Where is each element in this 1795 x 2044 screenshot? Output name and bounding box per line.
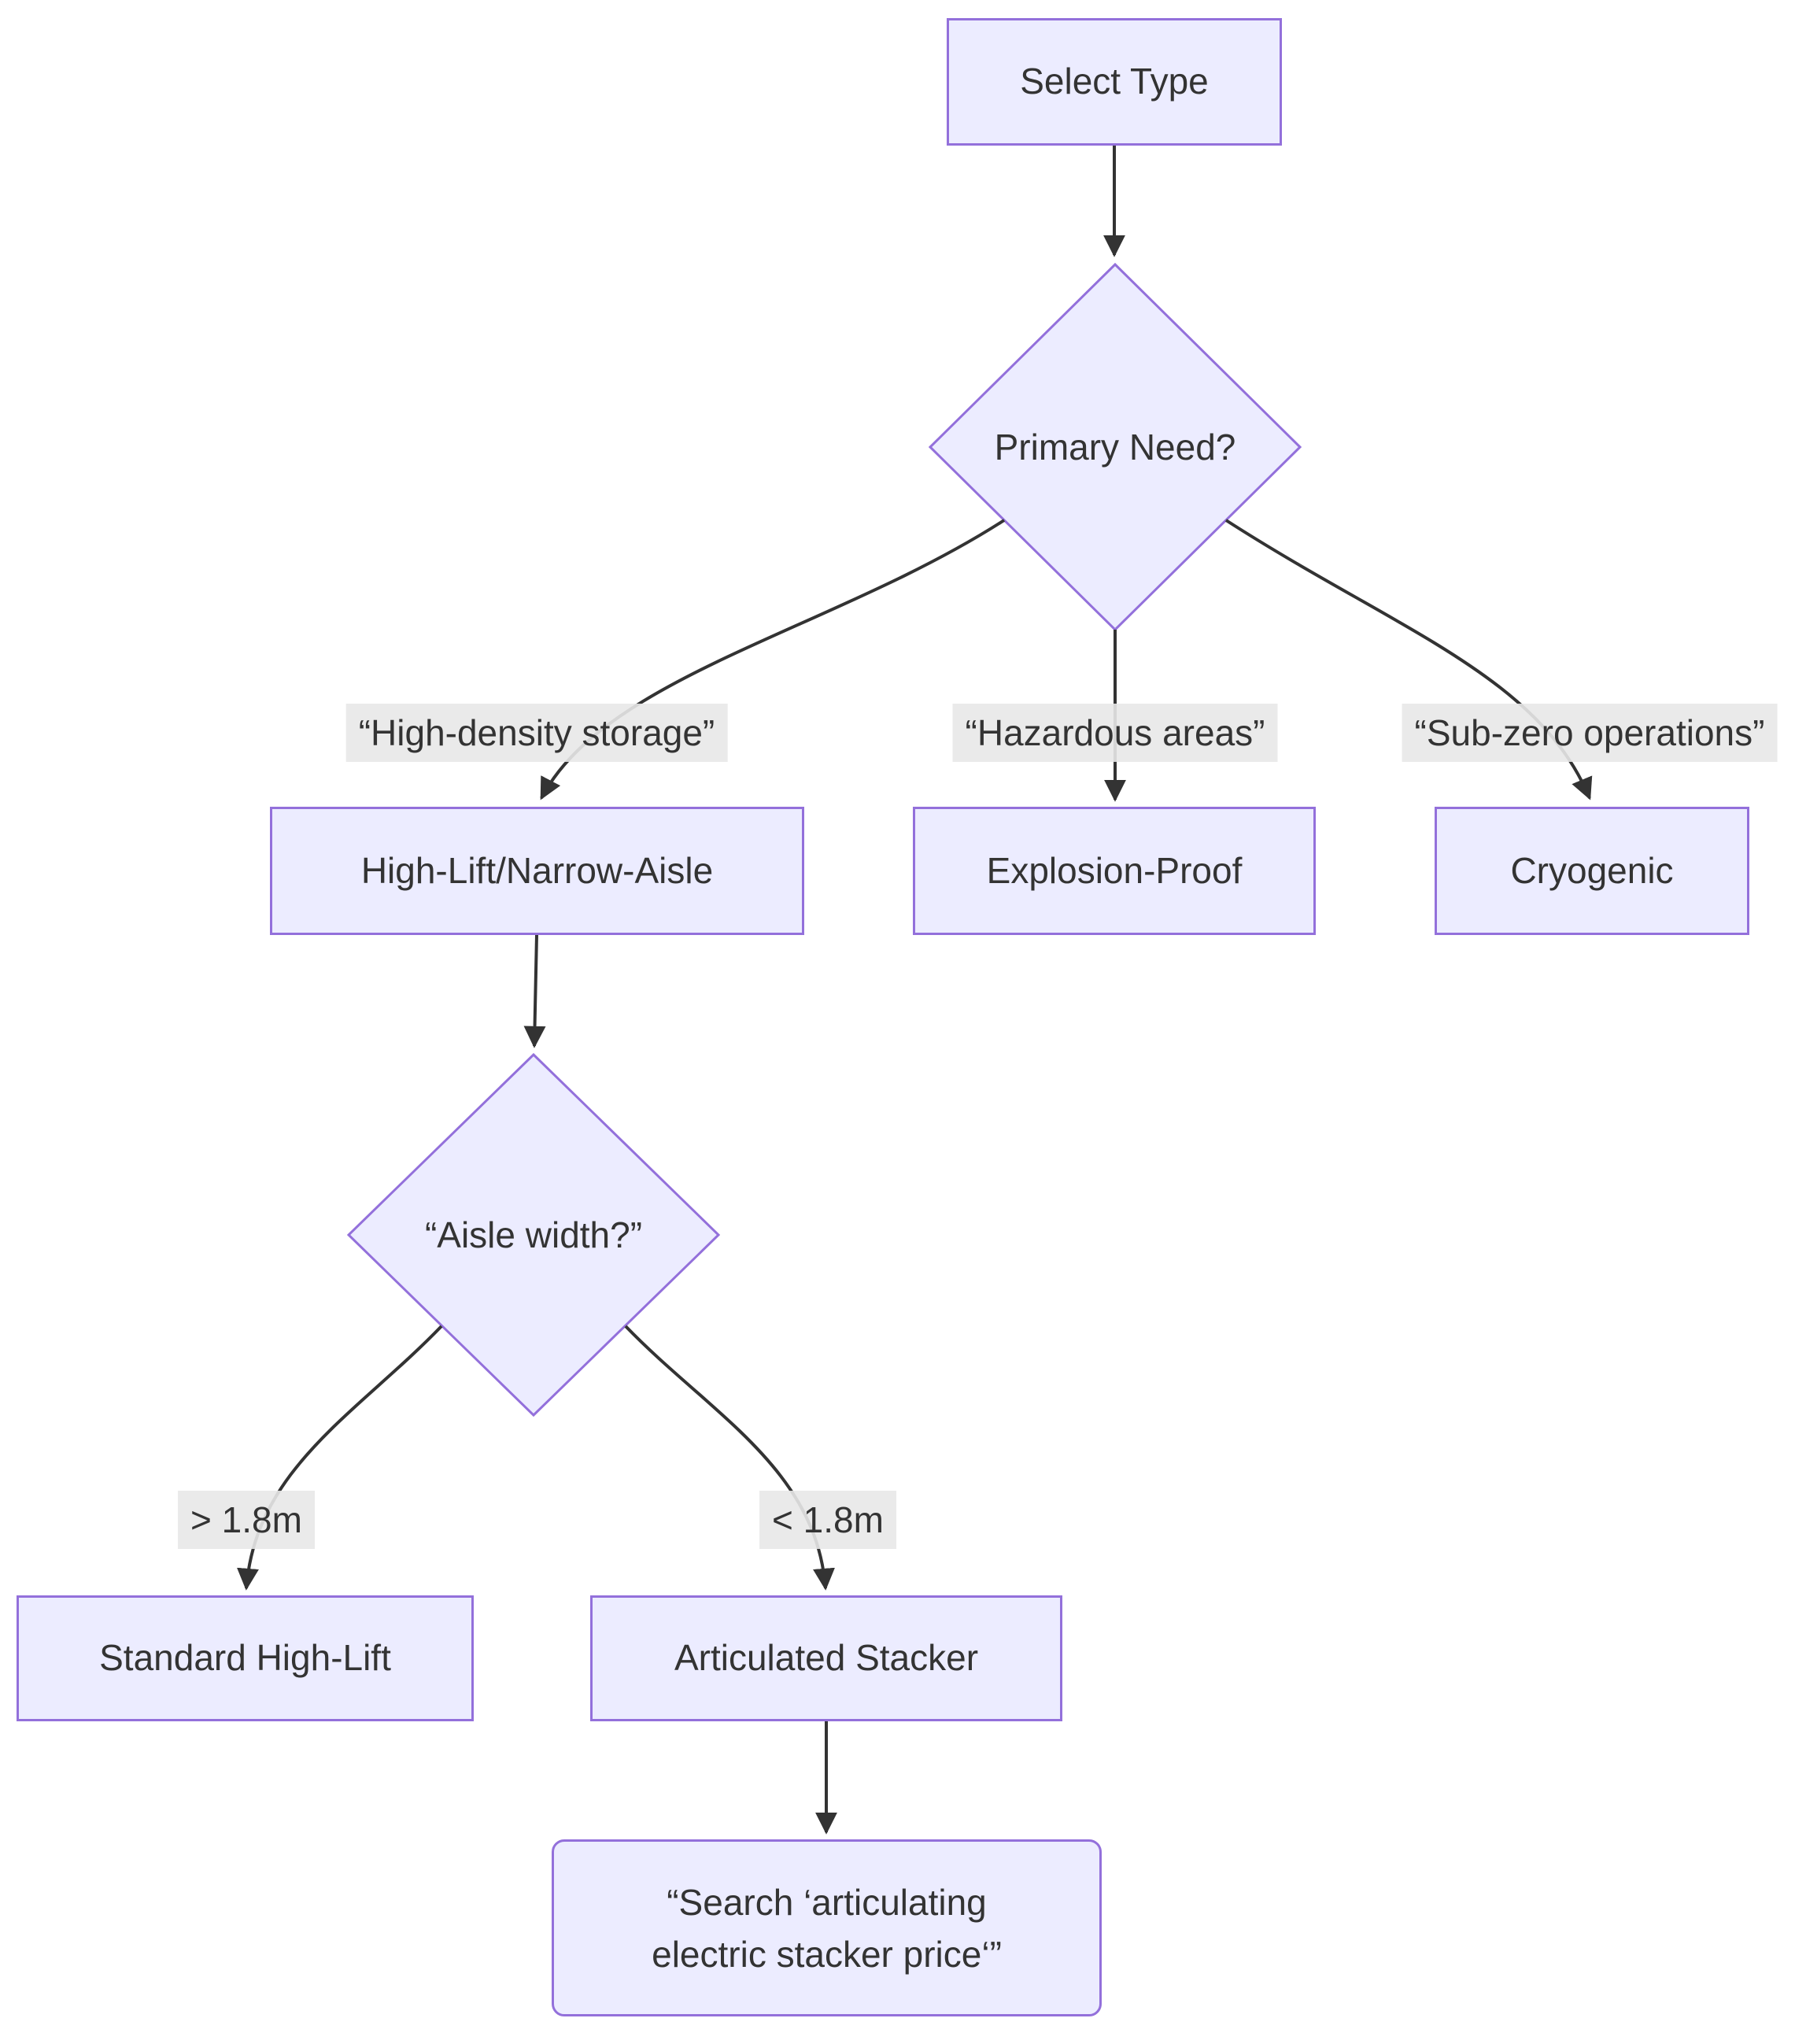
edge-label-sub-zero-operations: “Sub-zero operations” [1402, 704, 1778, 762]
edge-label-hazardous-areas: “Hazardous areas” [952, 704, 1278, 762]
node-explosion-proof-label: Explosion-Proof [986, 849, 1243, 891]
edge-label-lt-1-8m: < 1.8m [759, 1491, 896, 1549]
edge-aisle-to-articulated [624, 1325, 835, 1591]
node-search-action-line2: electric stacker price‘” [652, 1933, 1002, 1975]
node-search-action-line1: “Search ‘articulating [667, 1881, 987, 1923]
node-cryogenic-label: Cryogenic [1510, 849, 1674, 891]
edge-high-lift-to-aisle [523, 934, 546, 1048]
node-standard-high-lift: Standard High-Lift [17, 1595, 474, 1721]
aisle-width-diamond [346, 1052, 721, 1417]
node-high-lift-narrow-aisle-label: High-Lift/Narrow-Aisle [360, 849, 714, 891]
node-high-lift-narrow-aisle: High-Lift/Narrow-Aisle [270, 807, 804, 935]
node-articulated-stacker: Articulated Stacker [590, 1595, 1062, 1721]
node-select-type: Select Type [947, 18, 1282, 146]
node-search-action: “Search ‘articulating electric stacker p… [552, 1839, 1102, 2016]
node-explosion-proof: Explosion-Proof [913, 807, 1316, 935]
edge-label-high-density-storage: “High-density storage” [345, 704, 728, 762]
node-select-type-label: Select Type [1020, 61, 1209, 102]
primary-need-diamond [928, 262, 1302, 632]
node-standard-high-lift-label: Standard High-Lift [99, 1637, 391, 1679]
edge-aisle-to-standard [237, 1325, 443, 1591]
node-articulated-stacker-label: Articulated Stacker [674, 1637, 979, 1679]
node-cryogenic: Cryogenic [1435, 807, 1749, 935]
edge-label-gt-1-8m: > 1.8m [178, 1491, 315, 1549]
